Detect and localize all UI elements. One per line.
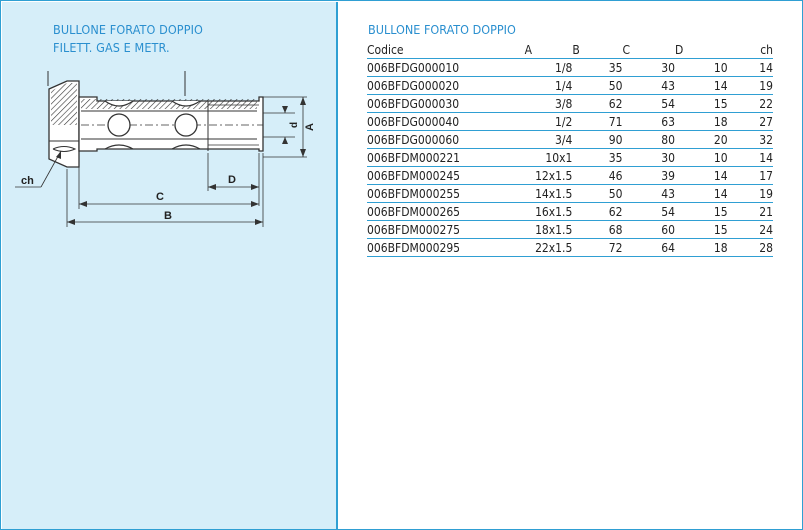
- cell-c: 60: [622, 220, 676, 239]
- cell-ch: 28: [727, 238, 773, 257]
- col-header-c: C: [622, 41, 676, 59]
- cell-b: 62: [572, 94, 623, 113]
- cell-ch: 32: [727, 130, 773, 149]
- cell-codice: 006BFDM000221: [367, 148, 525, 167]
- cell-c: 30: [622, 58, 676, 77]
- drawing-title-line2: FILETT. GAS E METR.: [53, 40, 170, 55]
- cell-b: 50: [572, 184, 623, 203]
- dim-label-d: d: [289, 122, 300, 128]
- cell-b: 46: [572, 166, 623, 185]
- cell-d: 10: [675, 58, 728, 77]
- cell-codice: 006BFDG000040: [367, 112, 525, 131]
- cell-d: 14: [675, 76, 728, 95]
- cell-ch: 19: [727, 76, 773, 95]
- drawing-title: BULLONE FORATO DOPPIO FILETT. GAS E METR…: [53, 21, 203, 57]
- cell-d: 15: [675, 94, 728, 113]
- cell-c: 43: [622, 184, 676, 203]
- cell-d: 15: [675, 220, 728, 239]
- cell-ch: 24: [727, 220, 773, 239]
- technical-drawing: A d D C B ch: [15, 71, 316, 227]
- cell-d: 10: [675, 148, 728, 167]
- col-header-a: A: [524, 41, 573, 59]
- cell-ch: 27: [727, 112, 773, 131]
- cell-a: 14x1.5: [524, 184, 573, 203]
- col-header-ch: ch: [727, 41, 773, 59]
- col-header-b: B: [572, 41, 623, 59]
- cell-c: 63: [622, 112, 676, 131]
- cell-c: 64: [622, 238, 676, 257]
- cell-ch: 22: [727, 94, 773, 113]
- cell-ch: 19: [727, 184, 773, 203]
- cell-b: 50: [572, 76, 623, 95]
- dim-label-B: B: [164, 210, 172, 222]
- cell-a: 3/4: [524, 130, 573, 149]
- cell-a: 22x1.5: [524, 238, 573, 257]
- cell-d: 18: [675, 238, 728, 257]
- cell-d: 15: [675, 202, 728, 221]
- cell-c: 54: [622, 94, 676, 113]
- table-header-row: Codice A B C D ch: [367, 41, 773, 59]
- cell-c: 39: [622, 166, 676, 185]
- cell-codice: 006BFDG000060: [367, 130, 525, 149]
- drawing-title-line1: BULLONE FORATO DOPPIO: [53, 22, 203, 37]
- cell-a: 1/2: [524, 112, 573, 131]
- cell-a: 10x1: [524, 148, 573, 167]
- cell-a: 12x1.5: [524, 166, 573, 185]
- cell-b: 72: [572, 238, 623, 257]
- dim-label-ch: ch: [21, 175, 34, 187]
- cell-d: 14: [675, 166, 728, 185]
- cell-b: 68: [572, 220, 623, 239]
- cell-codice: 006BFDM000295: [367, 238, 525, 257]
- dim-label-C: C: [156, 191, 164, 203]
- cell-b: 90: [572, 130, 623, 149]
- cell-b: 35: [572, 58, 623, 77]
- cell-codice: 006BFDG000010: [367, 58, 525, 77]
- cell-c: 30: [622, 148, 676, 167]
- cell-d: 20: [675, 130, 728, 149]
- cell-codice: 006BFDM000275: [367, 220, 525, 239]
- col-header-d: D: [675, 41, 728, 59]
- cell-d: 18: [675, 112, 728, 131]
- cell-codice: 006BFDM000265: [367, 202, 525, 221]
- dim-label-D: D: [228, 174, 236, 186]
- cell-b: 35: [572, 148, 623, 167]
- cell-c: 80: [622, 130, 676, 149]
- dim-label-A: A: [304, 123, 316, 131]
- cell-a: 18x1.5: [524, 220, 573, 239]
- cell-a: 16x1.5: [524, 202, 573, 221]
- cell-codice: 006BFDG000030: [367, 94, 525, 113]
- cell-ch: 17: [727, 166, 773, 185]
- cell-b: 62: [572, 202, 623, 221]
- cell-c: 43: [622, 76, 676, 95]
- cell-codice: 006BFDG000020: [367, 76, 525, 95]
- cell-ch: 21: [727, 202, 773, 221]
- cell-a: 1/8: [524, 58, 573, 77]
- cell-b: 71: [572, 112, 623, 131]
- cell-a: 3/8: [524, 94, 573, 113]
- table-title: BULLONE FORATO DOPPIO: [368, 22, 516, 37]
- cell-a: 1/4: [524, 76, 573, 95]
- cell-ch: 14: [727, 148, 773, 167]
- cell-codice: 006BFDM000245: [367, 166, 525, 185]
- cell-codice: 006BFDM000255: [367, 184, 525, 203]
- cell-d: 14: [675, 184, 728, 203]
- cell-c: 54: [622, 202, 676, 221]
- cell-ch: 14: [727, 58, 773, 77]
- col-header-codice: Codice: [367, 41, 525, 59]
